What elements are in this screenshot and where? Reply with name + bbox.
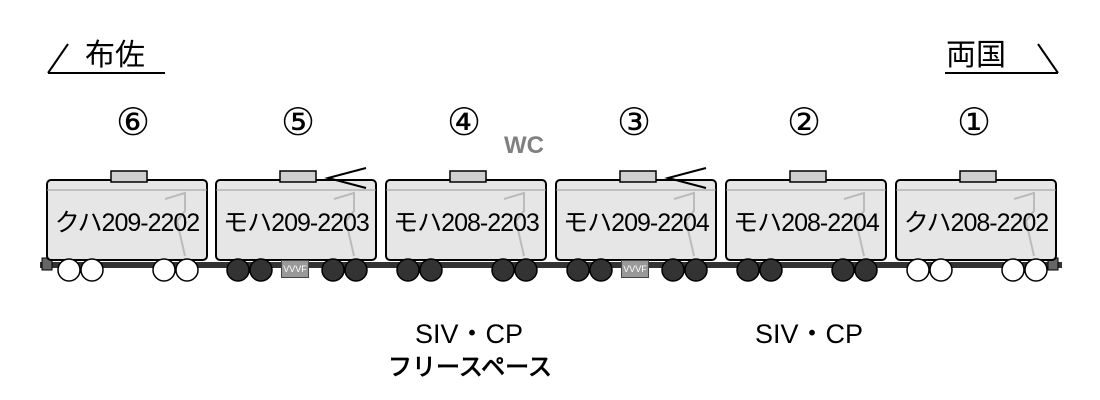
wheel xyxy=(491,258,515,282)
car-door-outline xyxy=(333,191,355,257)
free-space-label: フリースペース xyxy=(388,354,552,381)
car-number-6: ⑥ xyxy=(115,102,151,144)
wheel xyxy=(226,258,250,282)
car-name-5: モハ209-2203 xyxy=(223,209,370,237)
destination-left: 布佐 xyxy=(85,39,145,72)
car-door-outline xyxy=(843,191,865,257)
car-name-6: クハ209-2202 xyxy=(54,209,200,237)
wheel xyxy=(854,258,878,282)
roof-unit xyxy=(789,170,827,183)
car-number-4: ④ xyxy=(446,102,482,144)
wheel xyxy=(906,258,930,282)
car-door-outline xyxy=(164,191,186,257)
wheel xyxy=(152,258,176,282)
car-number-3: ③ xyxy=(616,102,652,144)
car-name-2: モハ208-2204 xyxy=(733,209,880,237)
destination-right-slash xyxy=(1037,43,1059,74)
equipment-car2: SIV・CP xyxy=(754,319,864,349)
wheel xyxy=(831,258,855,282)
wheel xyxy=(321,258,345,282)
car-name-3: モハ209-2204 xyxy=(563,209,710,237)
wc-label: WC xyxy=(504,132,544,159)
roof-unit xyxy=(110,170,148,183)
vvvf-box-3: VVVF xyxy=(621,260,649,278)
wheel xyxy=(759,258,783,282)
wheel xyxy=(661,258,685,282)
destination-left-slash xyxy=(47,43,69,74)
wheel xyxy=(1024,258,1048,282)
wheel xyxy=(736,258,760,282)
car-number-5: ⑤ xyxy=(280,102,316,144)
wheel xyxy=(396,258,420,282)
car-number-1: ① xyxy=(956,102,992,144)
car-name-1: クハ208-2202 xyxy=(903,209,1049,237)
wheel xyxy=(57,258,81,282)
equipment-car4: SIV・CP xyxy=(414,319,524,349)
vvvf-box-5: VVVF xyxy=(281,260,309,278)
cars-layer xyxy=(46,167,1057,282)
wheel xyxy=(249,258,273,282)
rail xyxy=(40,262,1062,268)
destination-right: 両国 xyxy=(946,39,1006,72)
wheel xyxy=(514,258,538,282)
wheel xyxy=(80,258,104,282)
wheel xyxy=(175,258,199,282)
wheel xyxy=(419,258,443,282)
roof-unit xyxy=(279,170,317,183)
wheel xyxy=(1001,258,1025,282)
wheel xyxy=(589,258,613,282)
wheel xyxy=(566,258,590,282)
wheel xyxy=(684,258,708,282)
roof-unit xyxy=(959,170,997,183)
car-door-outline xyxy=(673,191,695,257)
car-name-4: モハ208-2203 xyxy=(393,209,540,237)
pantograph xyxy=(664,167,707,189)
car-number-2: ② xyxy=(786,102,822,144)
car-door-outline xyxy=(503,191,525,257)
wheel xyxy=(929,258,953,282)
wheel xyxy=(344,258,368,282)
car-door-outline xyxy=(1013,191,1035,257)
roof-unit xyxy=(449,170,487,183)
pantograph xyxy=(324,167,367,189)
roof-unit xyxy=(619,170,657,183)
